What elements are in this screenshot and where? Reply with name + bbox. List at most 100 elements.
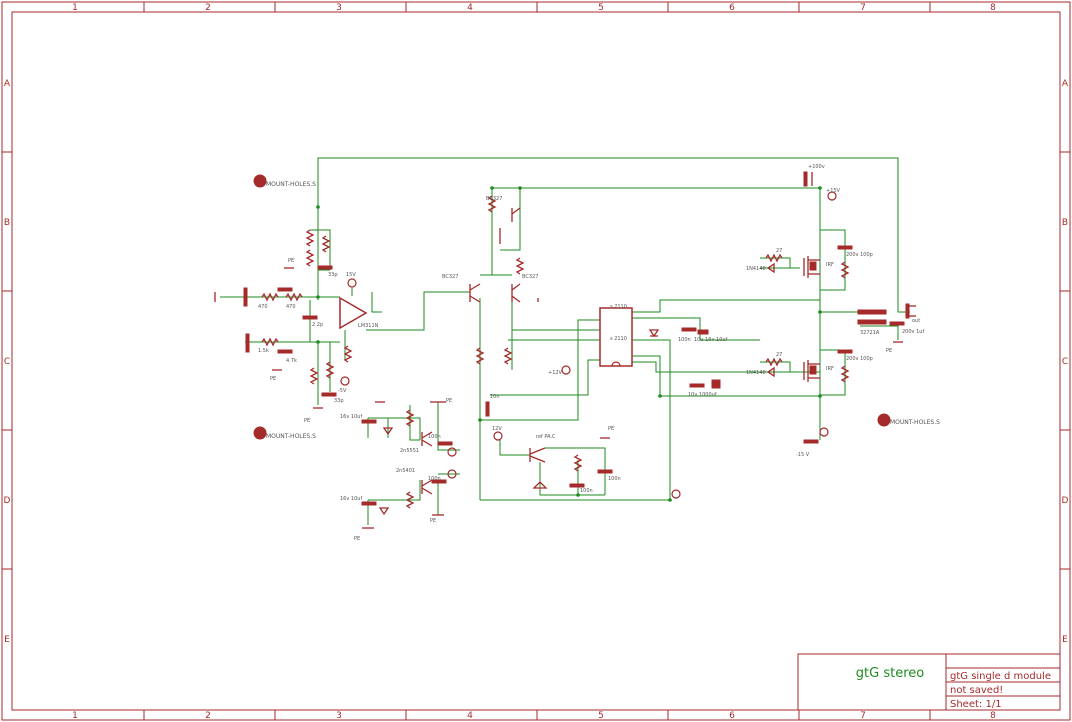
label-c33: 33p <box>328 272 338 278</box>
label-cap100d: 100n <box>608 476 621 482</box>
label-cap100: 100n <box>678 337 691 343</box>
col-label-8: 8 <box>990 3 996 13</box>
label-diode1: 1N4148 <box>746 266 766 272</box>
label-mount3: MOUNT-HOLES.S <box>890 419 940 426</box>
label-cap100b: 100n <box>428 476 441 482</box>
ir2110-chip <box>599 307 633 367</box>
label-cap10u: 10u 16v 10uf <box>694 337 728 343</box>
label-mount2: MOUNT-HOLES.S <box>266 433 316 440</box>
supply-minus5v <box>340 376 350 386</box>
label-diode2: 1N4148 <box>746 370 766 376</box>
resistor-op <box>343 345 353 363</box>
cap-100n-reg <box>597 469 613 474</box>
cap-16v-10uf-a <box>361 419 377 424</box>
title-block: gtG stereo gtG single d module not saved… <box>797 653 1061 711</box>
col-label-1: 1 <box>72 3 78 13</box>
resistor-27-top <box>765 253 783 263</box>
label-minus5v: -5V <box>338 388 347 394</box>
zener-a <box>382 427 394 436</box>
cap-33p <box>317 265 333 270</box>
cap-10u-boot <box>697 329 709 335</box>
inductor-a <box>857 309 887 315</box>
cap-in-b <box>277 349 293 354</box>
label-irf-top: IRF <box>826 262 834 268</box>
label-ref: ref PA.C <box>536 434 556 440</box>
label-vhigh: +100v <box>808 164 825 170</box>
cap-100n-boot <box>681 327 697 332</box>
label-pe-3: PE <box>446 398 452 404</box>
label-vneg: -15 V <box>796 452 810 458</box>
component-labels: MOUNT-HOLES.S MOUNT-HOLES.S MOUNT-HOLES.… <box>258 164 940 542</box>
label-r27a: 27 <box>776 248 782 254</box>
inductor-b <box>857 319 887 325</box>
resistor-mid1 <box>475 347 485 365</box>
supply-12v-b <box>561 365 571 375</box>
label-r470b: 470 <box>286 304 296 310</box>
label-cap1000: 10v 1000uf <box>688 392 717 398</box>
row-label-b: B <box>4 218 10 228</box>
resistor-470a <box>261 292 279 302</box>
input-cap-1 <box>243 287 248 307</box>
project-title: gtG stereo <box>856 666 924 681</box>
cap-elec <box>711 379 721 389</box>
supply-15v-right <box>827 191 837 201</box>
label-cap200b: 200v 100p <box>846 356 873 362</box>
mosfet-top <box>803 256 820 278</box>
resistor-mid2 <box>503 347 513 365</box>
col-label-6: 6 <box>729 3 735 13</box>
label-cap200a: 200v 100p <box>846 252 873 258</box>
sheet-number: Sheet: 1/1 <box>950 699 1002 710</box>
label-12v: 12V <box>492 426 502 432</box>
drawing-name: gtG single d module <box>950 671 1051 682</box>
row-label-c: C <box>4 357 10 367</box>
label-15v: 15V <box>346 272 356 278</box>
mount-hole-3 <box>877 413 891 427</box>
col-label-b6: 6 <box>729 711 735 721</box>
supply-minus-lower <box>671 489 681 499</box>
mosfet-bottom <box>803 360 820 382</box>
label-pe-6: PE <box>430 518 436 524</box>
ground-symbols <box>214 267 903 529</box>
cap-10n <box>485 401 490 417</box>
resistor-fb1 <box>305 229 315 247</box>
resistor-low2 <box>325 361 335 379</box>
row-label-rd: D <box>1062 496 1069 506</box>
label-bc327: BC327 <box>442 274 458 280</box>
resistor-reg <box>573 454 583 472</box>
col-label-b1: 1 <box>72 711 78 721</box>
cap-in-a <box>277 287 293 292</box>
cap-33p-b <box>321 392 337 397</box>
resistor-low1 <box>309 367 319 385</box>
row-ruler-left: A B C D E <box>2 79 12 645</box>
resistor-top1 <box>487 195 497 213</box>
col-label-2: 2 <box>205 3 211 13</box>
supply-minus-b <box>447 469 457 479</box>
col-label-b5: 5 <box>598 711 604 721</box>
cap-100n-reg2 <box>569 483 585 488</box>
label-pe-7: PE <box>608 426 614 432</box>
supply-neg-right <box>819 427 829 437</box>
diode-1n4148-bot <box>766 366 775 378</box>
col-label-7: 7 <box>860 3 866 13</box>
label-cap100c: 100n <box>580 488 593 494</box>
row-label-a: A <box>4 79 11 89</box>
label-c16v10ub: 16v 10uf <box>340 496 362 502</box>
resistor-fb2 <box>321 235 331 253</box>
row-ruler-right: A B C D E <box>1060 79 1070 645</box>
cap-vneg <box>803 439 819 444</box>
column-ruler-bottom: 1 2 3 4 5 6 7 8 <box>72 710 996 721</box>
cap-200v-top <box>837 245 853 250</box>
label-inductor: 32721A <box>860 330 880 336</box>
cap-16v-10uf-b <box>361 501 377 506</box>
cap-100n-a <box>437 441 453 446</box>
supply-15v <box>347 278 357 288</box>
mount-hole-2 <box>253 426 267 440</box>
cap-vhigh <box>803 171 808 187</box>
mount-hole-1 <box>253 174 267 188</box>
resistor-snub-top <box>840 261 850 279</box>
drawing-border <box>11 11 1061 711</box>
wires <box>220 157 910 525</box>
col-label-b3: 3 <box>336 711 342 721</box>
cap-200v-bot <box>837 349 853 354</box>
